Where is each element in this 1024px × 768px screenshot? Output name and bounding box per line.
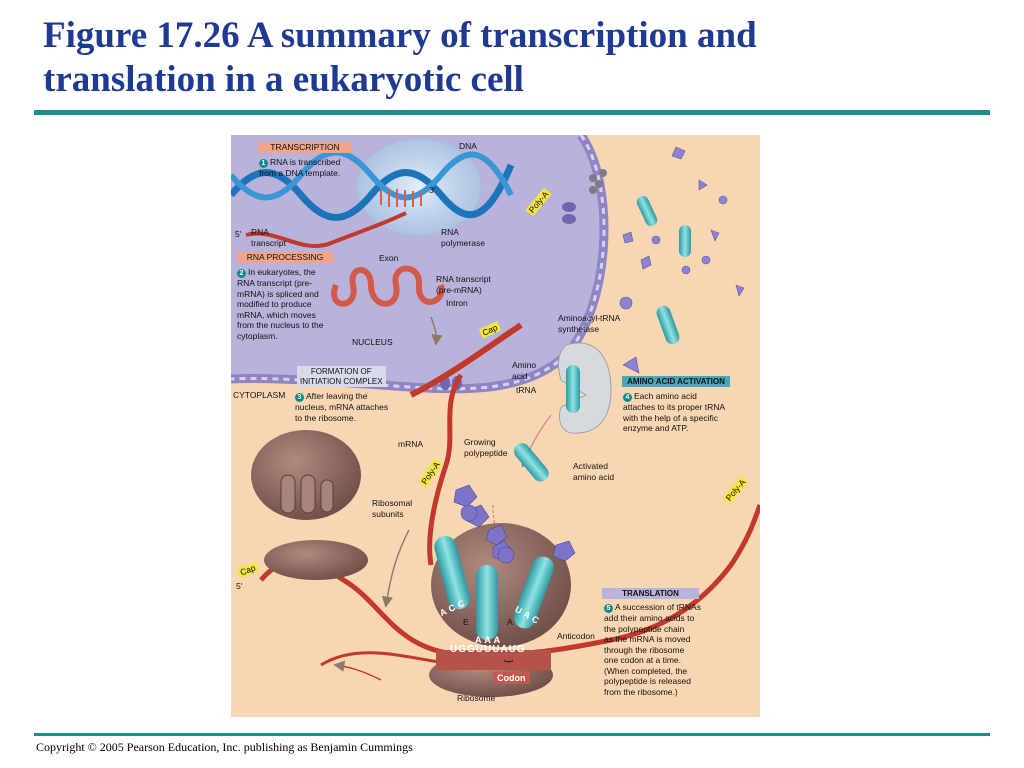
figure-panel: DNA 3′ 5′ 5′ Poly-A Poly-A Poly-A Cap Ca… bbox=[231, 135, 760, 717]
label-trna: tRNA bbox=[516, 385, 537, 395]
header-transcription: TRANSCRIPTION bbox=[258, 142, 352, 153]
header-formation: FORMATION OF INITIATION COMPLEX bbox=[297, 366, 386, 387]
title-divider bbox=[34, 110, 990, 115]
label-a-site: A bbox=[507, 617, 513, 627]
step-number-4: 4 bbox=[623, 393, 632, 402]
step-number-1: 1 bbox=[259, 159, 268, 168]
label-intron: Intron bbox=[446, 298, 468, 308]
label-5-prime-bottom: 5′ bbox=[236, 581, 243, 591]
footer-divider bbox=[34, 733, 990, 736]
label-pre-mrna: RNA transcript (pre-mRNA) bbox=[436, 274, 491, 295]
label-rna-transcript: RNA transcript bbox=[251, 227, 286, 248]
dna-base-pairs bbox=[380, 189, 422, 207]
label-mrna: mRNA bbox=[398, 439, 424, 449]
anticodon-aaa: A A A bbox=[475, 635, 501, 645]
label-nucleus: NUCLEUS bbox=[352, 337, 393, 347]
step-number-2: 2 bbox=[237, 269, 246, 278]
label-aminoacyl-synthetase: Aminoacyl-tRNA synthetase bbox=[558, 313, 621, 334]
label-3-prime: 3′ bbox=[429, 185, 436, 195]
label-5-prime-top: 5′ bbox=[235, 229, 242, 239]
header-amino-acid-activation: AMINO ACID ACTIVATION bbox=[622, 376, 730, 387]
label-exon: Exon bbox=[379, 253, 399, 263]
header-translation: TRANSLATION bbox=[602, 588, 699, 599]
figure-illustration bbox=[231, 135, 760, 717]
label-ribosomal-subunits: Ribosomal subunits bbox=[372, 498, 413, 519]
mrna-to-ribosome bbox=[427, 373, 464, 566]
label-codon: Codon bbox=[493, 672, 530, 684]
free-amino-acids bbox=[619, 146, 745, 374]
codon-bracket: ︸ bbox=[504, 660, 514, 670]
mrna-export bbox=[409, 322, 523, 398]
trna-group bbox=[434, 535, 554, 640]
ribosomal-small-subunit bbox=[264, 540, 368, 580]
mrna-on-ribosome bbox=[436, 650, 551, 670]
dna-strand-1 bbox=[231, 163, 515, 221]
label-growing-polypeptide: Growing polypeptide bbox=[464, 437, 508, 458]
title-line-2: translation in a eukaryotic cell bbox=[43, 59, 524, 100]
polypeptide-chain bbox=[453, 484, 576, 564]
label-e-site: E bbox=[463, 617, 469, 627]
mrna-sequence: UGGUUUAUG bbox=[450, 644, 526, 655]
step-number-5: 5 bbox=[604, 604, 613, 613]
label-rna-polymerase: RNA polymerase bbox=[441, 227, 485, 248]
label-anticodon: Anticodon bbox=[557, 631, 595, 641]
step-number-3: 3 bbox=[295, 393, 304, 402]
dna-strand-2 bbox=[231, 149, 514, 201]
nucleus-region bbox=[231, 135, 604, 389]
rna-transcript-strand bbox=[245, 211, 407, 249]
title-line-1: Figure 17.26 A summary of transcription … bbox=[43, 15, 757, 56]
slide-title: Figure 17.26 A summary of transcription … bbox=[43, 14, 1003, 102]
label-dna: DNA bbox=[459, 141, 477, 151]
header-rna-processing: RNA PROCESSING bbox=[237, 252, 333, 263]
label-ribosome: Ribosome bbox=[457, 693, 496, 703]
pre-mrna-loops bbox=[331, 265, 445, 307]
copyright-notice: Copyright © 2005 Pearson Education, Inc.… bbox=[36, 740, 413, 754]
label-activated-amino-acid: Activated amino acid bbox=[573, 461, 615, 482]
atp-cluster bbox=[589, 169, 607, 194]
label-amino-acid: Amino acid bbox=[512, 360, 537, 381]
label-cytoplasm: CYTOPLASM bbox=[233, 390, 286, 400]
